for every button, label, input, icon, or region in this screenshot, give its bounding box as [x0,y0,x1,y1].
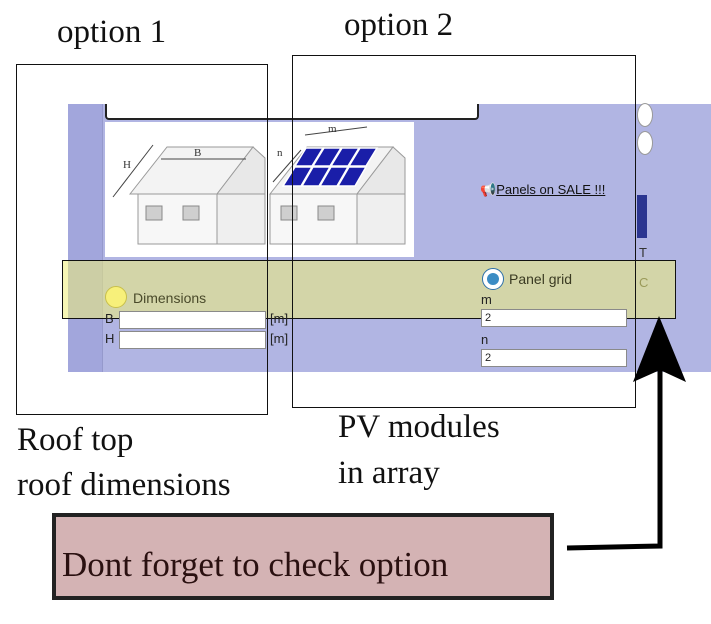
caption-pv-modules: PV modules [338,409,500,445]
right-edge-radio-1[interactable] [637,103,653,127]
caption-option-2: option 2 [344,7,454,43]
m-input[interactable] [481,309,627,327]
arrow-icon [633,316,686,382]
label-n: n [277,147,283,159]
solar-panel-grid [281,147,379,187]
n-label: n [481,332,489,347]
house-plain [112,144,315,245]
note-text: Dont forget to check option [62,545,449,584]
option1-frame [16,64,268,415]
arrow-line [566,360,663,551]
note-box [52,513,554,600]
caption-in-array: in array [338,455,440,491]
label-m: m [328,123,337,135]
B-label: B [105,311,114,326]
sale-link-label: Panels on SALE !!! [496,182,606,197]
left-strip [68,104,103,372]
caption-roof-top: Roof top [17,422,134,458]
roof-diagram-svg: H B n m [112,123,406,245]
option2-frame [292,55,636,408]
roof-diagram-image: H B n m [105,122,414,257]
panels-on-sale-link[interactable]: 📢Panels on SALE !!! [480,182,605,198]
right-edge-letter-t: T [639,245,647,260]
right-edge-radio-2[interactable] [637,131,653,155]
label-B: B [194,147,201,159]
megaphone-icon: 📢 [480,182,497,197]
H-input[interactable] [119,331,266,349]
caption-option-1: option 1 [57,14,167,50]
radio-selected-dot [487,273,499,285]
B-input[interactable] [119,311,266,329]
H-unit: [m] [270,331,289,346]
dimensions-radio[interactable] [105,286,127,308]
n-input[interactable] [481,349,627,367]
panel-grid-radio[interactable] [482,268,504,290]
dimensions-label: Dimensions [133,290,207,306]
B-unit: [m] [270,311,289,326]
caption-roof-dimensions: roof dimensions [17,467,231,503]
label-H: H [123,159,131,171]
panel-grid-label: Panel grid [509,271,573,287]
right-edge-bar [637,195,647,238]
m-label: m [481,292,492,307]
H-label: H [105,331,115,346]
